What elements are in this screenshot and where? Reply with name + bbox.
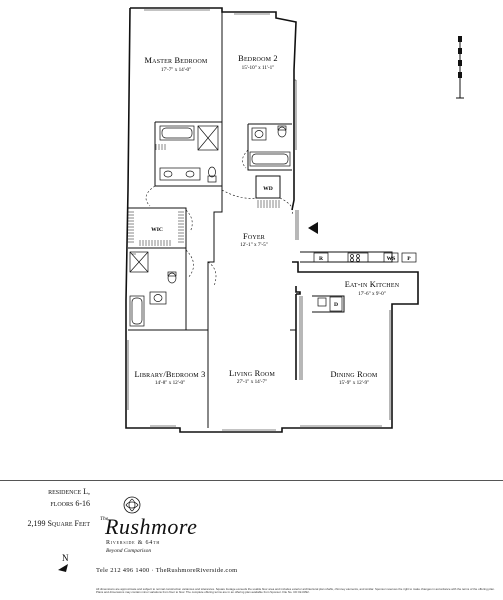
scale-bar-icon [456, 36, 464, 99]
crest-emblem-icon [123, 496, 141, 514]
brand-logo: The Rushmore Riverside & 64th Beyond Com… [100, 496, 220, 566]
legal-disclaimer: All dimensions are approximate and subje… [96, 587, 495, 595]
windows [125, 7, 393, 433]
room-name-foyer: Foyer [243, 232, 265, 241]
brand-tagline: Beyond Comparison [106, 548, 152, 554]
wine-storage-label: WS [387, 256, 396, 262]
room-name-eat-in-kitchen: Eat-in Kitchen [345, 280, 400, 289]
closet-shelving [128, 144, 280, 255]
room-name-living-room: Living Room [229, 369, 275, 378]
bath2-fixtures [249, 125, 291, 167]
floors-line: floors 6-16 [50, 499, 90, 508]
north-arrow-icon: N [58, 553, 69, 572]
room-name-dining-room: Dining Room [331, 370, 378, 379]
room-labels: Master Bedroom 17'-7" x 14'-0" Bedroom 2… [134, 54, 399, 386]
square-footage: 2,199 Square Feet [27, 519, 90, 528]
contact-line: Tele 212 496 1400 · TheRushmoreRiverside… [96, 567, 238, 574]
room-dims-library-bedroom-3: 14'-8" x 12'-0" [155, 380, 185, 386]
north-label: N [62, 553, 69, 563]
pantry-label: P [407, 256, 411, 262]
brand-prefix: The [100, 516, 109, 522]
kitchen-fixtures [313, 252, 417, 312]
floor-plan: Master Bedroom 17'-7" x 14'-0" Bedroom 2… [125, 7, 419, 433]
master-bath-fixtures [159, 125, 219, 183]
room-dims-bedroom-2: 15'-10" x 11'-1" [242, 65, 275, 71]
room-dims-eat-in-kitchen: 17'-6" x 9'-0" [358, 291, 386, 297]
room-name-bedroom-2: Bedroom 2 [238, 54, 278, 63]
refrigerator-label: R [319, 256, 324, 262]
dishwasher-label: D [334, 302, 338, 308]
interior-walls [128, 12, 393, 428]
library-bath-fixtures [129, 251, 177, 327]
residence-line: residence L, [48, 487, 90, 496]
entry-arrow-icon [308, 222, 318, 234]
room-name-library-bedroom-3: Library/Bedroom 3 [134, 370, 205, 379]
room-dims-living-room: 27'-1" x 14'-7" [237, 379, 267, 385]
footer-divider [0, 480, 503, 481]
residence-info: residence L, floors 6-16 2,199 Square Fe… [0, 486, 90, 530]
room-dims-master-bedroom: 17'-7" x 14'-0" [161, 67, 191, 73]
room-name-master-bedroom: Master Bedroom [145, 56, 208, 65]
brand-address: Riverside & 64th [106, 540, 161, 546]
door-swings [145, 149, 294, 287]
room-dims-dining-room: 15'-9" x 12'-9" [339, 380, 369, 386]
walk-in-closet-label: WIC [151, 227, 163, 233]
room-dims-foyer: 12'-1" x 7'-5" [240, 242, 268, 248]
washer-dryer-label: WD [263, 186, 273, 192]
brand-name: Rushmore [105, 514, 198, 539]
fixture-labels: WIC WD R WS P D [151, 186, 411, 308]
